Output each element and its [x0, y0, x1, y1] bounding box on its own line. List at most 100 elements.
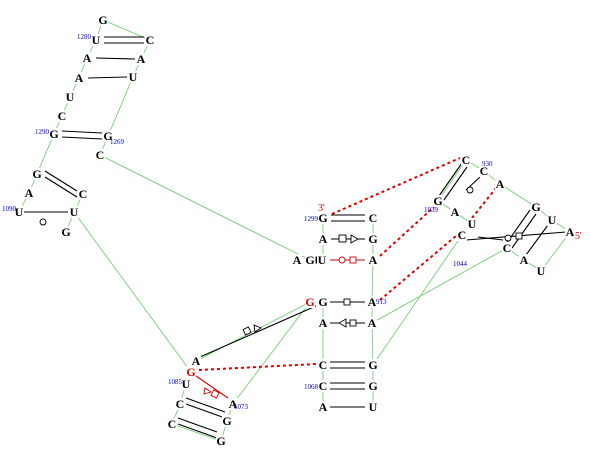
- nucleotide-n5: A: [137, 52, 146, 66]
- nucleotide-background: [317, 254, 327, 266]
- nucleotide-n36: A: [319, 400, 328, 414]
- nucleotide-n33: G: [368, 358, 377, 372]
- nucleotide-background: [450, 206, 460, 218]
- strand-end-label: 5': [575, 231, 582, 242]
- nucleotide-n38: C: [462, 153, 471, 167]
- nucleotide-n22: G: [368, 232, 377, 246]
- nucleotide-n44: U: [468, 217, 477, 231]
- nucleotide-n21: A: [319, 232, 328, 246]
- nucleotide-background: [318, 401, 328, 413]
- nucleotide-n24: G: [305, 253, 314, 267]
- nucleotide-n27: G: [305, 295, 314, 309]
- nucleotide-n53: U: [182, 377, 191, 391]
- nucleotide-background: [531, 201, 541, 213]
- nucleotide-background: [128, 71, 138, 83]
- nucleotide-background: [368, 359, 378, 371]
- nucleotide-n4: A: [83, 51, 92, 65]
- nucleotide-background: [181, 378, 191, 390]
- nucleotide-n41: A: [496, 177, 505, 191]
- backbone-lines: [18, 19, 571, 442]
- nucleotide-background: [49, 128, 59, 140]
- nucleotide-background: [216, 435, 226, 447]
- tertiary-interactions: [198, 157, 497, 371]
- nucleotide-background: [32, 168, 42, 180]
- index-label: 930: [482, 160, 493, 168]
- nucleotide-n30: A: [319, 316, 328, 330]
- nucleotide-n14: A: [25, 186, 34, 200]
- nucleotide-background: [61, 226, 71, 238]
- nucleotide-n28: G: [318, 295, 327, 309]
- nucleotide-background: [57, 110, 67, 122]
- nucleotide-background: [191, 355, 201, 367]
- nucleotide-background: [536, 265, 546, 277]
- nucleotide-n55: C: [176, 397, 185, 411]
- index-label: 1085: [168, 378, 183, 386]
- nucleotide-n9: C: [58, 109, 67, 123]
- nucleotide-background: [222, 415, 232, 427]
- nucleotide-n17: U: [70, 205, 79, 219]
- nucleotide-background: [367, 296, 377, 308]
- nucleotide-background: [69, 206, 79, 218]
- index-label: 1280: [77, 33, 92, 41]
- nucleotide-background: [318, 380, 328, 392]
- nucleotide-background: [367, 317, 377, 329]
- nucleotide-background: [145, 34, 155, 46]
- index-label: 1039: [424, 206, 439, 214]
- index-label: 1073: [234, 403, 249, 411]
- nucleotide-n7: U: [129, 70, 138, 84]
- index-label: 1044: [453, 260, 468, 268]
- nucleotide-background: [98, 14, 108, 26]
- nucleotide-background: [318, 317, 328, 329]
- nucleotide-n43: G: [531, 200, 540, 214]
- nucleotide-n6: A: [75, 71, 84, 85]
- nucleotide-n13: G: [32, 167, 41, 181]
- index-label: 1068: [304, 383, 319, 391]
- nucleotide-background: [167, 418, 177, 430]
- nucleotide-background: [65, 91, 75, 103]
- nucleotide-background: [547, 214, 557, 226]
- nucleotide-background: [305, 254, 315, 266]
- nucleotide-n18: G: [61, 225, 70, 239]
- nucleotide-n32: C: [319, 358, 328, 372]
- nucleotide-background: [467, 218, 477, 230]
- nucleotide-background: [479, 165, 489, 177]
- nucleotide-n42: A: [451, 205, 460, 219]
- strand-end-layer: 3'5': [318, 203, 582, 242]
- nucleotide-background: [318, 296, 328, 308]
- nucleotide-n25: U: [318, 253, 327, 267]
- nucleotide-n2: U: [92, 33, 101, 47]
- nucleotide-background: [136, 53, 146, 65]
- nucleotide-n12: C: [96, 148, 105, 162]
- nucleotide-background: [24, 187, 34, 199]
- nucleotide-n16: U: [15, 205, 24, 219]
- nucleotide-n40: G: [433, 194, 442, 208]
- nucleotide-n29: A: [368, 295, 377, 309]
- nucleotide-n11: G: [103, 129, 112, 143]
- nucleotide-n48: C: [503, 241, 512, 255]
- nucleotide-background: [368, 212, 378, 224]
- nucleotide-n34: C: [319, 379, 328, 393]
- nucleotide-background: [565, 226, 575, 238]
- nucleotide-background: [368, 401, 378, 413]
- nucleotide-background: [457, 229, 467, 241]
- nucleotide-background: [292, 254, 302, 266]
- nucleotide-background: [305, 296, 315, 308]
- nucleotide-background: [433, 195, 443, 207]
- nucleotide-background: [103, 130, 113, 142]
- nucleotide-n47: A: [566, 225, 575, 239]
- index-label-layer: 1280129012691090129991393010391044108510…: [2, 33, 493, 411]
- nucleotide-n31: A: [368, 316, 377, 330]
- index-label: 1269: [110, 138, 125, 146]
- nucleotide-n8: U: [66, 90, 75, 104]
- nucleotide-n45: U: [548, 213, 557, 227]
- pair-symbols: [39, 186, 523, 399]
- nucleotide-background: [74, 72, 84, 84]
- nucleotide-n52: G: [186, 365, 195, 379]
- nucleotide-background: [318, 359, 328, 371]
- nucleotide-background: [228, 398, 238, 410]
- index-label: 1290: [35, 128, 50, 136]
- nucleotide-n50: U: [537, 264, 546, 278]
- nucleotide-background: [368, 380, 378, 392]
